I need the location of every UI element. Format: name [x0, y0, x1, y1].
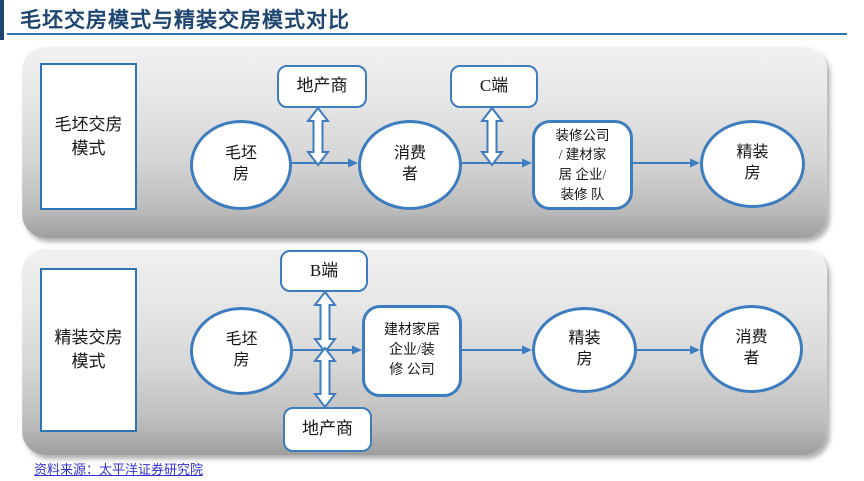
arrowhead-icon	[352, 345, 362, 355]
node-developer: 地产商	[277, 65, 367, 108]
model-label-fine: 精装交房 模式	[40, 268, 137, 432]
node-c-side: C端	[450, 65, 538, 108]
panel-rough-delivery-model: 毛坯交房 模式 毛坯 房 地产商 消费 者 C端 装修公司 / 建材家 居 企业…	[22, 46, 827, 238]
node-fine-house: 精装 房	[532, 307, 637, 393]
panel-fine-delivery-model: 精装交房 模式 B端 毛坯 房 建材家居 企业/装 修 公司 地产商 精装 房 …	[22, 248, 827, 455]
title-underline	[7, 33, 847, 35]
node-rough-house: 毛坯 房	[190, 120, 292, 210]
node-materials-companies: 建材家居 企业/装 修 公司	[362, 305, 462, 397]
node-rough-house: 毛坯 房	[190, 307, 293, 395]
source-link[interactable]: 资料来源：太平洋证券研究院	[34, 462, 204, 477]
double-arrow-cside-consumer	[479, 106, 505, 167]
model-label-rough: 毛坯交房 模式	[40, 63, 137, 210]
arrowhead-icon	[522, 345, 532, 355]
double-arrows	[305, 106, 505, 167]
double-arrow-developer-flow	[312, 346, 338, 409]
arrowhead-icon	[348, 158, 358, 168]
node-b-side: B端	[280, 250, 368, 292]
node-consumer: 消费 者	[700, 305, 803, 393]
double-arrow-developer-consumer	[305, 106, 331, 167]
flow-arrows-layer	[293, 290, 700, 409]
arrowhead-icon	[690, 345, 700, 355]
flow-arrows	[293, 345, 700, 355]
title-accent-bar	[0, 0, 4, 40]
node-consumer: 消费 者	[358, 120, 462, 210]
page-title: 毛坯交房模式与精装交房模式对比	[20, 8, 350, 32]
double-arrow-bside-flow	[312, 290, 338, 354]
arrowhead-icon	[690, 158, 700, 168]
flow-arrows-layer	[292, 106, 700, 168]
node-developer: 地产商	[283, 407, 372, 452]
node-fine-house: 精装 房	[700, 120, 805, 208]
node-renovation-companies: 装修公司 / 建材家 居 企业/ 装修 队	[532, 120, 633, 210]
arrowhead-icon	[522, 158, 532, 168]
